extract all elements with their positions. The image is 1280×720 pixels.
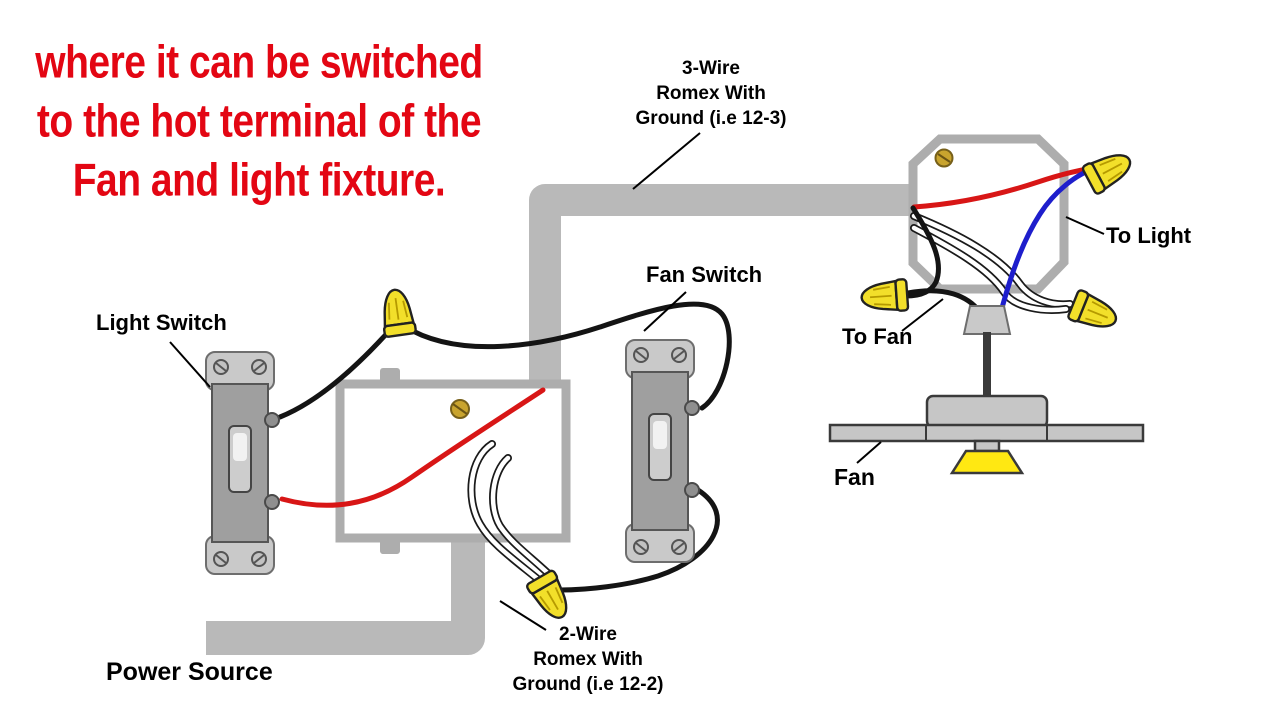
ceiling-fan [828, 305, 1145, 475]
caption-line-2: to the hot terminal of the [36, 96, 482, 148]
fan-motor-housing [925, 394, 1049, 429]
wire-nut-icon [859, 277, 910, 315]
junction-box-ear-bottom [380, 538, 400, 554]
label-to-fan: To Fan [842, 324, 913, 349]
junction-box [335, 368, 571, 554]
caption-line-3: Fan and light fixture. [72, 155, 446, 207]
label-light-switch: Light Switch [96, 310, 227, 335]
label-fan: Fan [834, 464, 875, 490]
caption-text: where it can be switched to the hot term… [4, 34, 514, 211]
fan-light-stem [973, 439, 1001, 453]
red-hot-wires [279, 164, 1103, 508]
callout-lines [169, 132, 1105, 631]
fan-downrod [983, 332, 991, 400]
label-power-source: Power Source [106, 658, 273, 686]
fan-light-icon [949, 449, 1025, 475]
ceiling-conduit [529, 184, 910, 386]
caption-line-1: where it can be switched [35, 37, 483, 89]
wire-nut-icon [1080, 144, 1138, 196]
label-to-light: To Light [1106, 223, 1192, 248]
junction-box-ear-top [380, 368, 400, 384]
blue-light-wire [993, 165, 1099, 333]
power-source-conduit [206, 528, 485, 655]
fan-canopy [962, 305, 1012, 335]
fan-switch [625, 339, 700, 563]
label-2wire-romex: 2-Wire Romex With Ground (i.e 12-2) [512, 624, 664, 695]
wire-nut-icon [1066, 288, 1123, 337]
light-switch [205, 351, 280, 575]
fan-blades [828, 423, 1145, 443]
white-neutral-wires [467, 212, 1074, 589]
label-3wire-romex: 3-Wire Romex With Ground (i.e 12-3) [635, 58, 787, 129]
label-fan-switch: Fan Switch [646, 262, 763, 287]
wire-nut-icon [377, 286, 418, 339]
